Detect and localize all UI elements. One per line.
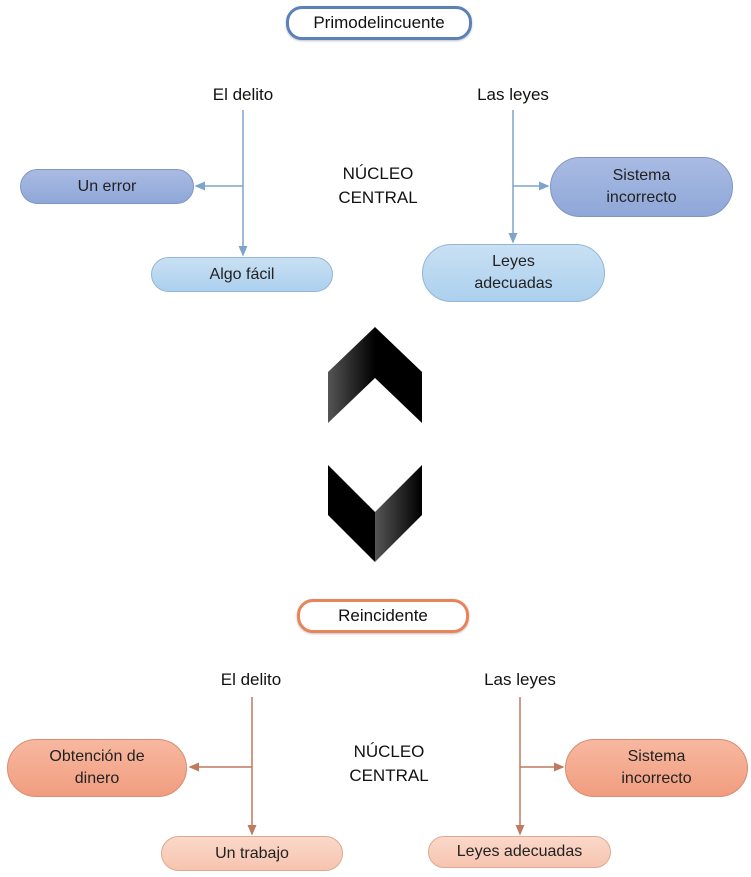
node-sistema-incorrecto: Sistema incorrecto [550,157,733,217]
title-primodelincuente: Primodelincuente [286,6,472,40]
label-el-delito-bottom: El delito [220,670,282,689]
node-text-line1: Sistema [612,167,671,184]
nucleo-central-label-bottom: NÚCLEO CENTRAL [339,740,439,788]
node-leyes-adecuadas-bottom: Leyes adecuadas [428,836,611,868]
nucleo-line2: CENTRAL [349,766,429,785]
nucleo-central-label: NÚCLEO CENTRAL [328,162,428,210]
node-text-line1: Leyes [492,253,535,270]
node-text-line1: Obtención de [49,748,145,765]
chevron-up-icon [328,327,422,423]
title-reincidente: Reincidente [297,599,469,633]
label-las-leyes-bottom: Las leyes [484,670,556,689]
node-algo-facil: Algo fácil [151,257,333,292]
node-text-line2: adecuadas [474,275,553,292]
label-las-leyes: Las leyes [477,85,549,104]
node-text-line2: incorrecto [606,189,677,206]
nucleo-line2: CENTRAL [338,188,418,207]
node-text-line1: Sistema [627,748,686,765]
node-un-trabajo: Un trabajo [161,836,343,871]
node-obtencion-de-dinero: Obtención de dinero [7,739,187,797]
nucleo-line1: NÚCLEO [342,164,414,183]
node-sistema-incorrecto-bottom: Sistema incorrecto [565,739,748,797]
label-el-delito: El delito [212,85,274,104]
chevron-down-icon [328,465,422,562]
node-un-error: Un error [20,169,194,204]
node-leyes-adecuadas: Leyes adecuadas [422,244,605,302]
nucleo-line1: NÚCLEO [353,742,425,761]
node-text-line2: dinero [74,770,120,787]
node-text-line2: incorrecto [621,770,692,787]
